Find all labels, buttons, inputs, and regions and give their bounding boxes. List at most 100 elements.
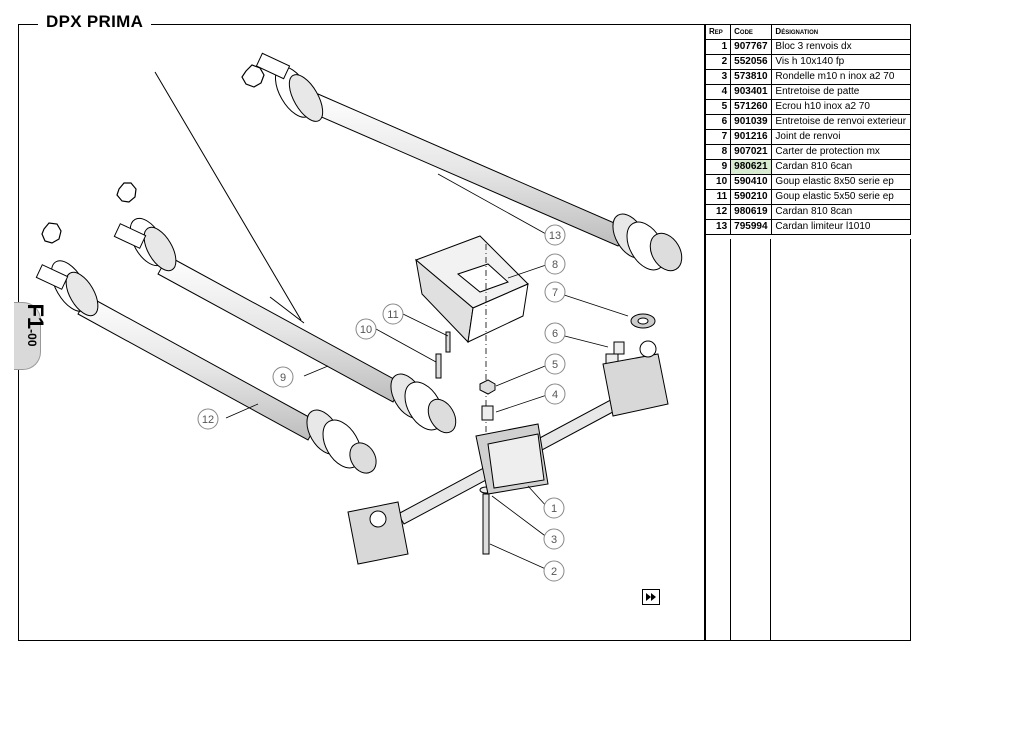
svg-text:10: 10	[360, 324, 372, 336]
row-code[interactable]: 903401	[730, 84, 773, 100]
spacer-4	[481, 405, 494, 421]
protection-cover-8	[415, 235, 529, 344]
row-rep: 5	[704, 99, 732, 115]
parts-table-empty-area	[705, 239, 911, 641]
svg-text:12: 12	[202, 414, 214, 426]
row-code[interactable]: 907767	[730, 39, 773, 55]
pin-10	[435, 353, 442, 379]
row-designation: Goup elastic 8x50 serie ep	[771, 174, 911, 190]
svg-text:4: 4	[552, 389, 558, 401]
pin-11	[445, 331, 451, 353]
table-header-row: Rep Code Désignation	[704, 24, 911, 40]
row-code[interactable]: 901216	[730, 129, 773, 145]
svg-text:9: 9	[280, 372, 286, 384]
svg-text:6: 6	[552, 328, 558, 340]
callout-5: 5	[544, 353, 566, 375]
fast-forward-icon	[646, 593, 656, 601]
page-title: DPX PRIMA	[38, 12, 152, 32]
cardan-9	[113, 217, 457, 434]
row-designation: Entretoise de patte	[771, 84, 911, 100]
row-rep: 9	[704, 159, 732, 175]
row-designation: Cardan 810 8can	[771, 204, 911, 220]
row-rep: 6	[704, 114, 732, 130]
row-rep: 1	[704, 39, 732, 55]
callout-4: 4	[544, 383, 566, 405]
svg-text:5: 5	[552, 359, 558, 371]
row-code[interactable]: 571260	[730, 99, 773, 115]
nut-5	[479, 379, 496, 395]
row-rep: 13	[704, 219, 732, 235]
svg-text:13: 13	[549, 230, 561, 242]
svg-text:7: 7	[552, 287, 558, 299]
spline-6-icon	[241, 64, 265, 88]
exploded-diagram: 13 8 7 6 5 4 11 10 9 12 1 3 2	[35, 52, 683, 582]
callout-7: 7	[544, 281, 566, 303]
callout-10: 10	[355, 318, 377, 340]
row-rep: 2	[704, 54, 732, 70]
callout-9: 9	[272, 366, 294, 388]
svg-text:2: 2	[551, 566, 557, 578]
row-designation: Ecrou h10 inox a2 70	[771, 99, 911, 115]
row-designation: Vis h 10x140 fp	[771, 54, 911, 70]
row-code[interactable]: 573810	[730, 69, 773, 85]
svg-text:1: 1	[551, 503, 557, 515]
row-designation: Cardan limiteur l1010	[771, 219, 911, 235]
row-rep: 12	[704, 204, 732, 220]
row-code[interactable]: 590210	[730, 189, 773, 205]
row-designation: Cardan 810 6can	[771, 159, 911, 175]
row-code[interactable]: 980619	[730, 204, 773, 220]
callout-11: 11	[382, 303, 404, 325]
callout-1: 1	[543, 497, 565, 519]
svg-text:3: 3	[551, 534, 557, 546]
row-designation: Carter de protection mx	[771, 144, 911, 160]
row-rep: 7	[704, 129, 732, 145]
row-code[interactable]: 901039	[730, 114, 773, 130]
header-designation: Désignation	[771, 24, 911, 40]
gearbox-block-1	[347, 340, 669, 565]
row-designation: Goup elastic 5x50 serie ep	[771, 189, 911, 205]
row-rep: 4	[704, 84, 732, 100]
callout-3: 3	[543, 528, 565, 550]
row-code[interactable]: 590410	[730, 174, 773, 190]
svg-text:8: 8	[552, 259, 558, 271]
callout-2: 2	[543, 560, 565, 582]
spline-8-icon	[116, 182, 137, 203]
cardan-13	[255, 52, 683, 272]
row-code[interactable]: 795994	[730, 219, 773, 235]
row-code[interactable]: 552056	[730, 54, 773, 70]
callout-12: 12	[197, 408, 219, 430]
header-code: Code	[730, 24, 773, 40]
callout-13: 13	[544, 224, 566, 246]
svg-text:11: 11	[387, 309, 398, 321]
row-code-highlighted[interactable]: 980621	[730, 159, 773, 175]
gasket-7	[630, 313, 656, 329]
callout-8: 8	[544, 253, 566, 275]
row-rep: 3	[704, 69, 732, 85]
row-designation: Entretoise de renvoi exterieur	[771, 114, 911, 130]
row-designation: Rondelle m10 n inox a2 70	[771, 69, 911, 85]
leader-line	[154, 71, 302, 321]
row-rep: 8	[704, 144, 732, 160]
row-code[interactable]: 907021	[730, 144, 773, 160]
bolt-2	[482, 493, 490, 555]
callout-6: 6	[544, 322, 566, 344]
row-designation: Joint de renvoi	[771, 129, 911, 145]
row-rep: 11	[704, 189, 732, 205]
row-designation: Bloc 3 renvois dx	[771, 39, 911, 55]
next-page-button[interactable]	[642, 589, 660, 605]
row-rep: 10	[704, 174, 732, 190]
spline-6-icon-2	[41, 222, 62, 244]
